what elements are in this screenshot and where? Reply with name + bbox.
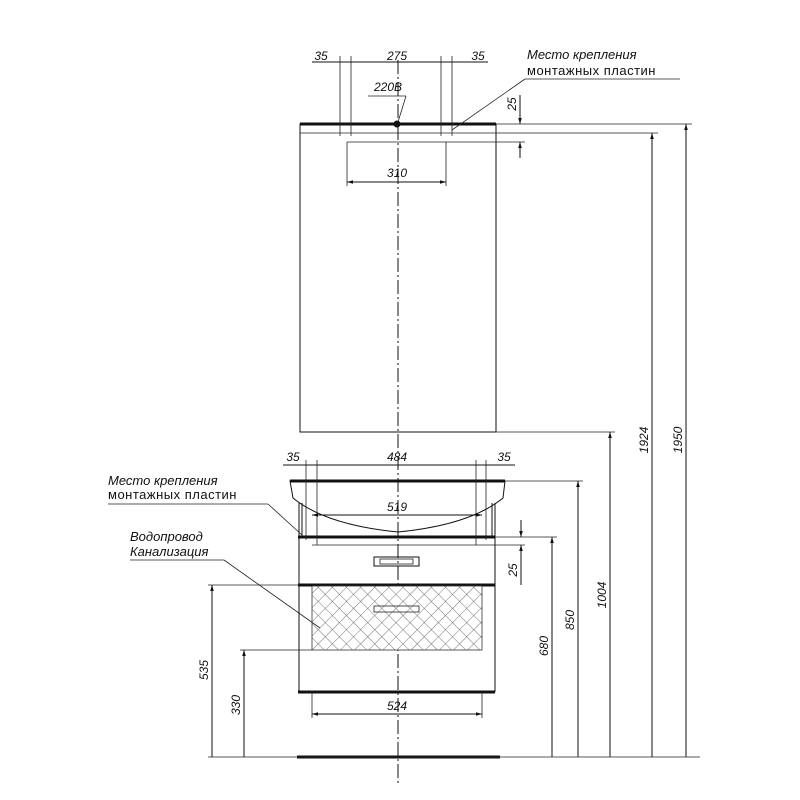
dim-top-left: 35 [314, 49, 328, 63]
dim-1924: 1924 [637, 426, 651, 453]
power-label: 220В [373, 80, 402, 94]
vanity-dimensions: 35 484 35 519 25 850 680 535 330 524 Мес… [108, 450, 700, 758]
vanity-unit [289, 479, 506, 759]
plumbing-label-1: Водопровод [130, 529, 203, 544]
mount-label-top-2: монтажных пластин [527, 63, 656, 78]
dim-850: 850 [563, 610, 577, 630]
mirror-cabinet [299, 120, 497, 433]
dim-cabinet-width: 524 [387, 699, 407, 713]
power-outlet-icon [393, 120, 401, 128]
dim-1004: 1004 [595, 581, 609, 608]
dim-vanity-span: 484 [387, 450, 407, 464]
top-dimensions: 35 275 35 220В 310 25 Место крепления мо… [312, 47, 680, 186]
dim-basin-width: 519 [387, 500, 407, 514]
drawer-handle [373, 556, 420, 567]
plumbing-label-2: Канализация [130, 544, 208, 559]
mount-label-bottom-2: монтажных пластин [108, 487, 237, 502]
dim-vanity-right: 35 [497, 450, 511, 464]
dim-mirror-mount-depth: 25 [505, 97, 519, 112]
mount-label-bottom-1: Место крепления [108, 473, 218, 488]
dim-top-right: 35 [471, 49, 485, 63]
dim-680: 680 [537, 636, 551, 656]
dim-535: 535 [197, 660, 211, 680]
dim-330: 330 [229, 695, 243, 715]
plumbing-zone-hatch [311, 585, 483, 651]
overall-heights: 1950 1924 1004 [496, 123, 692, 757]
mount-label-top-1: Место крепления [527, 47, 637, 62]
dim-top-span: 275 [386, 49, 407, 63]
dim-mirror-mount-width: 310 [387, 166, 407, 180]
dim-vanity-left: 35 [286, 450, 300, 464]
dim-1950: 1950 [671, 426, 685, 453]
dim-vanity-mount-depth: 25 [506, 563, 520, 578]
